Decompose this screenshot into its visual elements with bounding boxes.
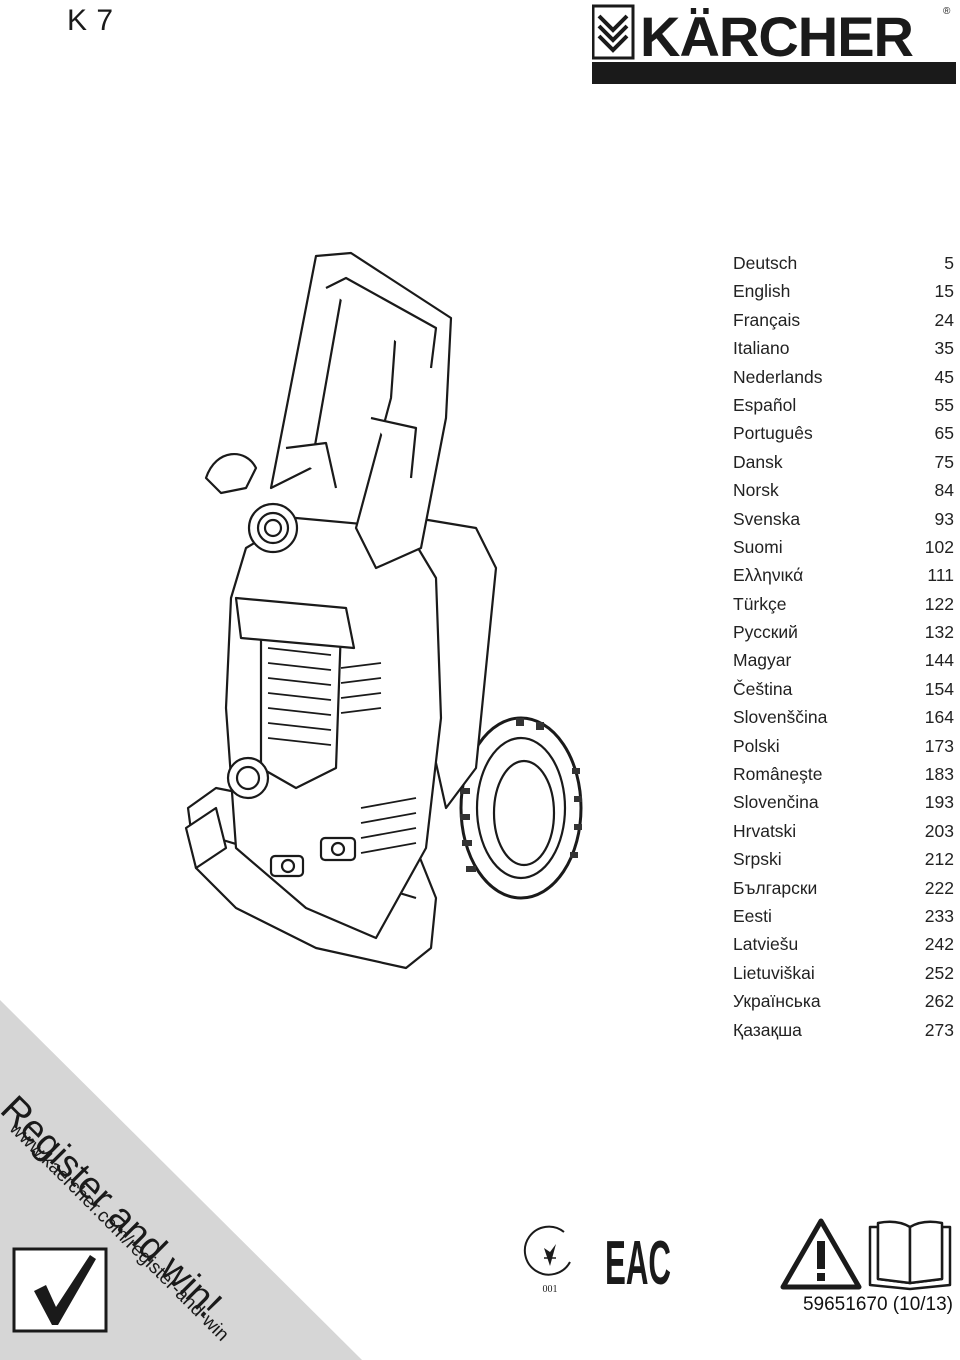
toc-row[interactable]: Русский 132 — [733, 618, 954, 646]
toc-row[interactable]: Українська 262 — [733, 987, 954, 1015]
pressure-washer-illustration — [184, 251, 583, 970]
kaercher-logo: KÄRCHER ® — [592, 4, 956, 84]
toc-page-number: 35 — [934, 338, 954, 359]
toc-row[interactable]: Svenska 93 — [733, 505, 954, 533]
toc-page-number: 183 — [924, 764, 954, 785]
eac-mark: EAC — [605, 1229, 671, 1290]
toc-row[interactable]: Magyar 144 — [733, 646, 954, 674]
manual-book-icon — [868, 1220, 952, 1291]
toc-row[interactable]: Slovenščina 164 — [733, 703, 954, 731]
toc-page-number: 45 — [934, 366, 954, 387]
toc-language: Slovenčina — [733, 792, 819, 813]
toc-language: Français — [733, 309, 801, 330]
toc-row[interactable]: Latviešu 242 — [733, 930, 954, 958]
toc-language: Čeština — [733, 678, 793, 699]
toc-page-number: 262 — [924, 991, 954, 1012]
toc-language: Türkçe — [733, 593, 787, 614]
toc-language: Svenska — [733, 508, 801, 529]
toc-language: Româneşte — [733, 764, 823, 785]
toc-row[interactable]: Čeština 154 — [733, 675, 954, 703]
toc-page-number: 252 — [924, 962, 954, 983]
toc-row[interactable]: Eesti 233 — [733, 902, 954, 930]
part-number: 59651670 (10/13) — [802, 1294, 953, 1315]
toc-language: Nederlands — [733, 366, 823, 387]
toc-page-number: 102 — [924, 536, 954, 557]
toc-row[interactable]: Româneşte 183 — [733, 760, 954, 788]
certification-icon: 001 — [523, 1225, 571, 1295]
toc-row[interactable]: Български 222 — [733, 874, 954, 902]
toc-language: Suomi — [733, 536, 783, 557]
toc-page-number: 93 — [934, 508, 954, 529]
toc-language: Magyar — [733, 650, 792, 671]
toc-page-number: 273 — [924, 1019, 954, 1040]
toc-page-number: 24 — [934, 309, 954, 330]
toc-page-number: 132 — [924, 622, 954, 643]
toc-page-number: 212 — [924, 849, 954, 870]
checkmark-icon — [12, 1247, 108, 1333]
toc-row[interactable]: Italiano 35 — [733, 334, 954, 362]
toc-page-number: 15 — [934, 281, 954, 302]
toc-row[interactable]: Türkçe 122 — [733, 590, 954, 618]
model-name: K 7 — [67, 4, 114, 37]
toc-row[interactable]: Polski 173 — [733, 732, 954, 760]
toc-row[interactable]: Srpski 212 — [733, 845, 954, 873]
toc-page-number: 242 — [924, 934, 954, 955]
toc-page-number: 154 — [924, 678, 954, 699]
toc-row[interactable]: Suomi 102 — [733, 533, 954, 561]
toc-row[interactable]: Slovenčina 193 — [733, 788, 954, 816]
toc-language: Português — [733, 423, 813, 444]
toc-row[interactable]: Nederlands 45 — [733, 363, 954, 391]
toc-language: Ελληνικά — [733, 565, 804, 586]
toc-language: Italiano — [733, 338, 790, 359]
toc-language: Русский — [733, 622, 798, 643]
toc-language: Hrvatski — [733, 820, 797, 841]
toc-page-number: 75 — [934, 451, 954, 472]
toc-row[interactable]: Português 65 — [733, 419, 954, 447]
toc-page-number: 122 — [924, 593, 954, 614]
toc-row[interactable]: Norsk 84 — [733, 476, 954, 504]
toc-page-number: 164 — [924, 707, 954, 728]
toc-language: Norsk — [733, 480, 779, 501]
toc-language: Srpski — [733, 849, 782, 870]
toc-language: Български — [733, 877, 818, 898]
toc-page-number: 65 — [934, 423, 954, 444]
toc-row[interactable]: Français 24 — [733, 306, 954, 334]
brand-wordmark: KÄRCHER — [640, 5, 914, 68]
toc-row[interactable]: English 15 — [733, 277, 954, 305]
toc-page-number: 173 — [924, 735, 954, 756]
eac-icon: EAC — [605, 1229, 671, 1290]
toc-language: Eesti — [733, 905, 772, 926]
svg-text:®: ® — [943, 6, 951, 17]
toc-language: Lietuviškai — [733, 962, 815, 983]
toc-language: Deutsch — [733, 253, 798, 273]
toc-page-number: 55 — [934, 394, 954, 415]
toc-page-number: 233 — [924, 905, 954, 926]
toc-row[interactable]: Español 55 — [733, 391, 954, 419]
warning-icon — [780, 1218, 862, 1290]
toc-page-number: 84 — [934, 480, 954, 501]
toc-language: Latviešu — [733, 934, 799, 955]
toc-row[interactable]: Deutsch 5 — [733, 249, 954, 277]
toc-language: English — [733, 281, 791, 302]
toc-row[interactable]: Dansk 75 — [733, 448, 954, 476]
toc-row[interactable]: Hrvatski 203 — [733, 817, 954, 845]
toc-language: Polski — [733, 735, 780, 756]
toc-page-number: 5 — [944, 253, 954, 273]
toc-page-number: 144 — [924, 650, 954, 671]
toc-page-number: 111 — [927, 565, 954, 586]
toc-language: Қазақша — [733, 1019, 802, 1040]
toc-language: Dansk — [733, 451, 783, 472]
toc-page-number: 222 — [924, 877, 954, 898]
toc-language: Українська — [733, 991, 821, 1012]
toc-row[interactable]: Қазақша 273 — [733, 1016, 954, 1044]
toc-language: Español — [733, 394, 797, 415]
toc-row[interactable]: Lietuviškai 252 — [733, 959, 954, 987]
toc-page-number: 203 — [924, 820, 954, 841]
toc-page-number: 193 — [924, 792, 954, 813]
toc-language: Slovenščina — [733, 707, 828, 728]
toc-row[interactable]: Ελληνικά 111 — [733, 561, 954, 589]
cert-code: 001 — [543, 1284, 558, 1295]
